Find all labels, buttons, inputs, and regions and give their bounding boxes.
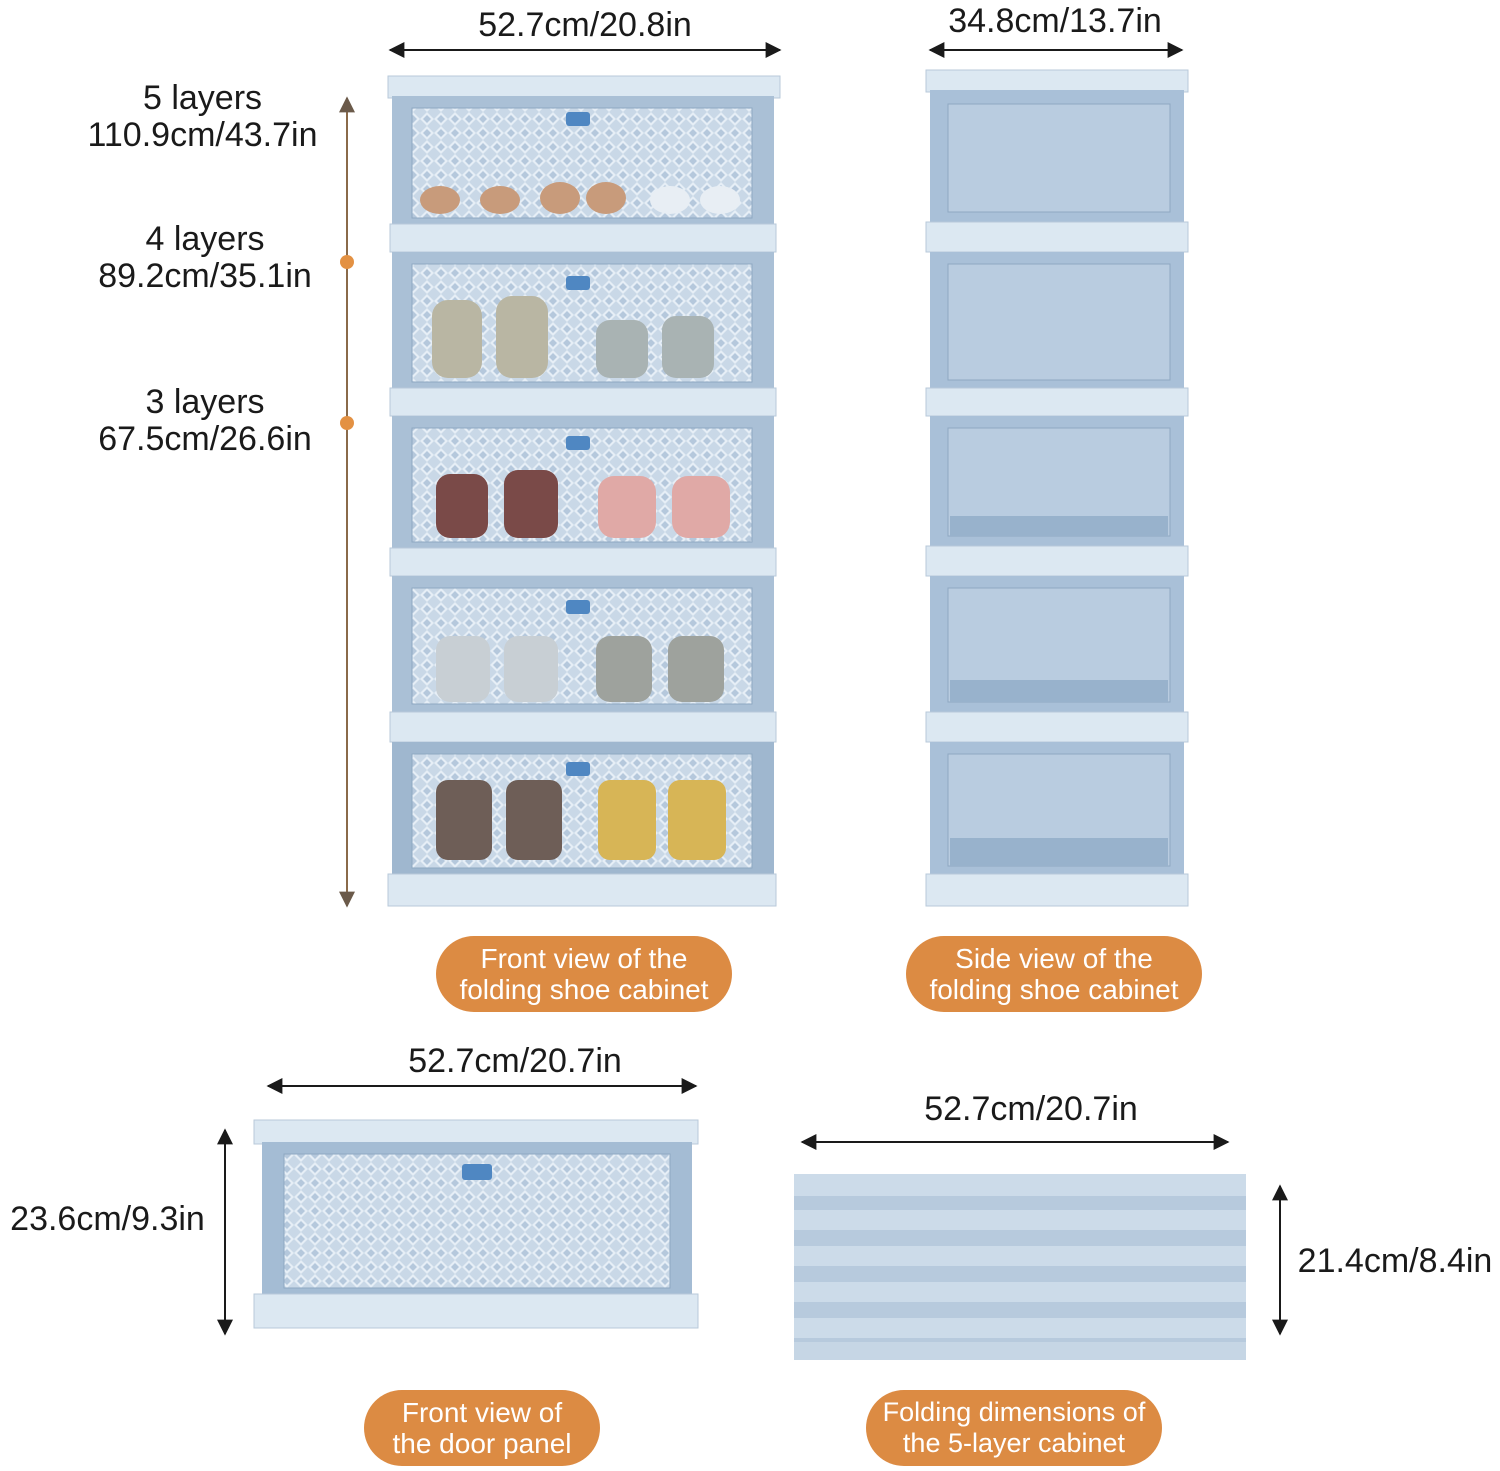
- front-view-cabinet: [387, 75, 781, 907]
- height-label-4-layers-size: 89.2cm/35.1in: [98, 257, 312, 295]
- height-label-5-layers-size: 110.9cm/43.7in: [87, 116, 318, 154]
- height-label-3-layers-size: 67.5cm/26.6in: [98, 420, 312, 458]
- door-panel-drawing: [253, 1119, 699, 1329]
- marker-4-layers: [340, 255, 354, 269]
- side-view-width-label: 34.8cm/13.7in: [948, 2, 1162, 40]
- height-label-4-layers-count: 4 layers: [145, 220, 265, 258]
- door-panel-width-label: 52.7cm/20.7in: [408, 1042, 622, 1080]
- front-layer-3: [392, 416, 774, 550]
- height-label-5-layers-count: 5 layers: [142, 79, 263, 117]
- door-panel-height-label: 23.6cm/9.3in: [10, 1200, 205, 1238]
- folded-cabinet-drawing: [794, 1174, 1246, 1360]
- folded-width-label: 52.7cm/20.7in: [924, 1090, 1138, 1128]
- folded-height-label: 21.4cm/8.4in: [1297, 1242, 1493, 1280]
- front-layer-2: [392, 252, 774, 390]
- side-view-caption-line-1: Side view of the: [955, 943, 1153, 974]
- marker-3-layers: [340, 416, 354, 430]
- front-view-caption: Front view of the folding shoe cabinet: [436, 936, 732, 1012]
- front-view-height-dimension: [339, 96, 355, 908]
- height-label-5-layers: 5 layers 110.9cm/43.7in: [60, 80, 345, 154]
- side-view-caption: Side view of the folding shoe cabinet: [906, 936, 1202, 1012]
- side-view-caption-line-2: folding shoe cabinet: [929, 974, 1179, 1005]
- door-panel-caption-line-1: Front view of: [401, 1397, 563, 1428]
- folded-caption-line-2: the 5-layer cabinet: [902, 1428, 1126, 1458]
- height-label-4-layers: 4 layers 89.2cm/35.1in: [60, 221, 350, 295]
- height-label-3-layers: 3 layers 67.5cm/26.6in: [60, 384, 350, 458]
- front-layer-1: [392, 96, 774, 226]
- folded-caption: Folding dimensions of the 5-layer cabine…: [866, 1390, 1162, 1466]
- front-view-caption-line-1: Front view of the: [480, 943, 688, 974]
- front-layer-5: [392, 742, 774, 876]
- front-layer-4: [392, 576, 774, 712]
- folded-caption-line-1: Folding dimensions of: [882, 1397, 1146, 1427]
- front-view-width-label: 52.7cm/20.8in: [478, 6, 692, 44]
- front-view-caption-line-2: folding shoe cabinet: [459, 974, 709, 1005]
- side-view-cabinet: [925, 69, 1189, 907]
- height-label-3-layers-count: 3 layers: [145, 383, 265, 421]
- door-panel-caption-line-2: the door panel: [392, 1428, 572, 1459]
- door-panel-caption: Front view of the door panel: [364, 1390, 600, 1466]
